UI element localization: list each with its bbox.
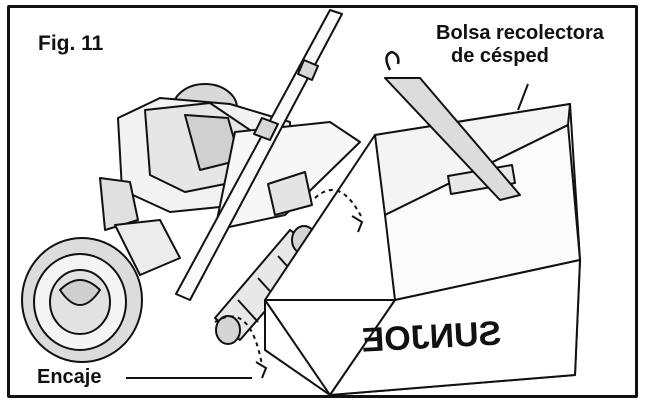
svg-text:SUNJOE: SUNJOE	[361, 314, 503, 359]
figure-label: Fig. 11	[38, 32, 104, 55]
grass-bag-callout-line2: de césped	[451, 45, 549, 67]
attachment-paths	[214, 189, 363, 366]
bag-leader-line	[517, 83, 529, 111]
motor-housing	[99, 97, 293, 276]
mower-handle	[175, 9, 343, 301]
bag-hanger-rod	[384, 50, 521, 201]
grass-bag-callout-line1: Bolsa recolectora	[436, 22, 604, 44]
hook-markers	[255, 215, 364, 379]
deck-plate	[214, 121, 361, 231]
front-wheel	[21, 237, 143, 363]
sunjoe-logo: SUNJOE	[361, 314, 503, 359]
figure-border	[7, 5, 638, 398]
hook-callout: Encaje	[37, 366, 102, 388]
